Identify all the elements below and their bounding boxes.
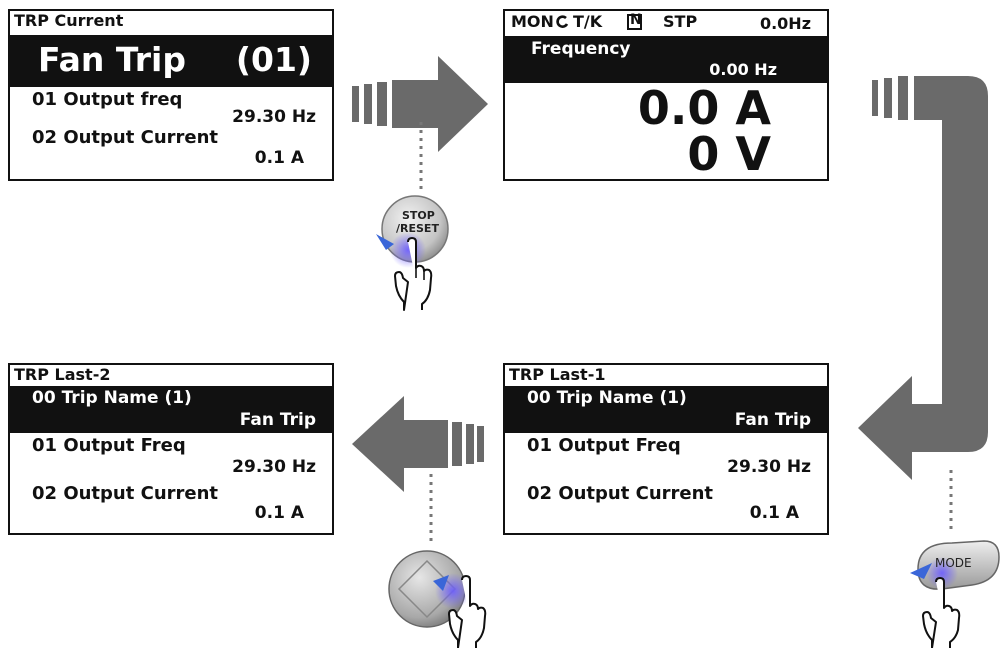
flow-arrow-left: [352, 396, 484, 492]
row1-label: 01 Output Freq: [32, 435, 186, 456]
trp-current-panel: TRP Current Fan Trip (01) 01 Output freq…: [8, 9, 334, 181]
trip-name-bar: 00 Trip Name (1) Fan Trip: [505, 386, 827, 433]
status-mon: MON: [511, 12, 554, 31]
row1-value: 29.30 Hz: [727, 457, 811, 477]
trip-code: (01): [235, 40, 312, 79]
dotted-connector: [419, 122, 423, 194]
monitor-panel: MON T/K N STP 0.0Hz Frequency 0.00 Hz 0.…: [503, 9, 829, 181]
row1-value: 29.30 Hz: [232, 457, 316, 477]
panel-header: TRP Last-1: [509, 365, 606, 384]
status-n: N: [630, 12, 642, 28]
pointing-hand-icon: [922, 577, 961, 648]
status-hz: 0.0Hz: [759, 14, 811, 33]
row0-label: 00 Trip Name (1): [527, 388, 687, 408]
mode-button[interactable]: [906, 535, 1001, 595]
row1-value: 29.30 Hz: [232, 107, 316, 127]
flow-arrow-right: [352, 56, 488, 152]
row2-label: 02 Output Current: [527, 483, 714, 504]
row2-label: 02 Output Current: [32, 127, 219, 148]
dotted-connector: [429, 474, 433, 546]
freq-label: Frequency: [531, 39, 631, 59]
row2-value: 0.1 A: [749, 503, 799, 523]
stop-reset-label[interactable]: STOP: [402, 209, 435, 222]
row0-label: 00 Trip Name (1): [32, 388, 192, 408]
rotation-icon: [556, 15, 569, 28]
freq-value: 0.00 Hz: [709, 60, 777, 79]
trp-last2-panel: TRP Last-2 00 Trip Name (1) Fan Trip 01 …: [8, 363, 334, 535]
status-stp: STP: [663, 12, 698, 31]
trp-last1-panel: TRP Last-1 00 Trip Name (1) Fan Trip 01 …: [503, 363, 829, 535]
panel-header: TRP Last-2: [14, 365, 111, 384]
mode-label[interactable]: MODE: [935, 556, 972, 570]
stop-reset-button[interactable]: [370, 194, 460, 314]
frequency-bar: Frequency 0.00 Hz: [505, 36, 827, 83]
pointing-hand-icon: [394, 237, 433, 311]
row2-value: 0.1 A: [254, 503, 304, 523]
status-n-box: [627, 14, 642, 30]
dotted-connector: [949, 470, 953, 530]
trip-name: Fan Trip: [38, 40, 186, 79]
pointing-hand-icon: [448, 575, 487, 648]
status-tk: T/K: [573, 12, 603, 31]
panel-header: TRP Current: [14, 11, 124, 30]
voltage-value: 0 V: [687, 127, 771, 181]
stop-reset-label[interactable]: /RESET: [396, 222, 439, 235]
row0-value: Fan Trip: [734, 410, 811, 430]
row2-label: 02 Output Current: [32, 483, 219, 504]
current-value: 0.0 A: [637, 81, 771, 135]
flow-arrow-bent: [858, 76, 988, 480]
row1-label: 01 Output freq: [32, 89, 183, 110]
trip-name-bar: 00 Trip Name (1) Fan Trip: [10, 386, 332, 433]
row2-value: 0.1 A: [254, 148, 304, 168]
row0-value: Fan Trip: [239, 410, 316, 430]
direction-pad-icon[interactable]: [385, 545, 475, 635]
row1-label: 01 Output Freq: [527, 435, 681, 456]
trip-name-bar: Fan Trip (01): [10, 35, 332, 87]
